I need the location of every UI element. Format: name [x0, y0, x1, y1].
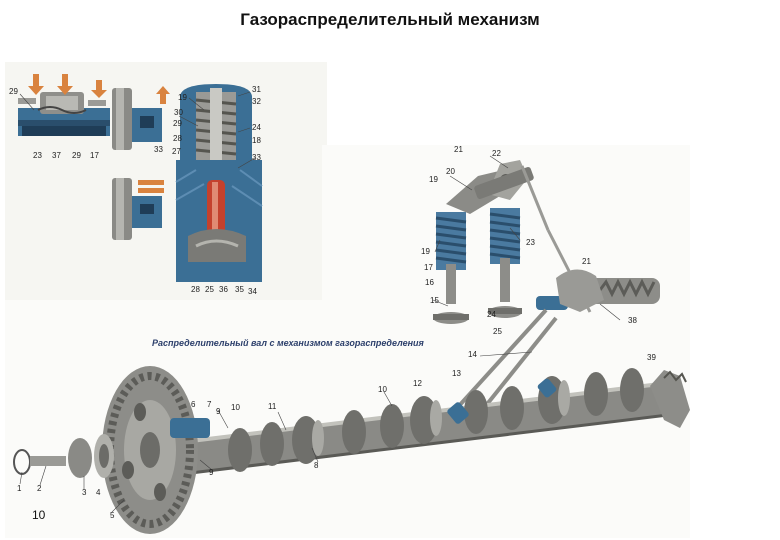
callout-label: 12	[413, 379, 422, 388]
callout-label: 23	[33, 151, 42, 160]
callout-label: 4	[96, 488, 101, 497]
callout-label: 9	[216, 407, 221, 416]
camshaft-gear	[102, 366, 210, 534]
valve-seal-detail	[18, 92, 110, 136]
callout-label: 6	[191, 400, 196, 409]
callout-label: 24	[252, 123, 261, 132]
callout-label: 28	[173, 134, 182, 143]
page-number: 10	[32, 508, 46, 522]
callout-label: 25	[493, 327, 502, 336]
callout-label: 15	[430, 296, 439, 305]
callout-label: 23	[526, 238, 535, 247]
intake-arrows	[28, 74, 107, 98]
callout-label: 32	[252, 97, 261, 106]
callout-label: 16	[425, 278, 434, 287]
callout-label: 27	[172, 147, 181, 156]
callout-label: 13	[452, 369, 461, 378]
callout-label: 18	[252, 136, 261, 145]
guide-detail-lower	[112, 178, 164, 240]
callout-label: 21	[582, 257, 591, 266]
callout-label: 9	[209, 468, 214, 477]
callout-label: 10	[231, 403, 240, 412]
callout-label: 35	[235, 285, 244, 294]
rocker-shaft	[536, 269, 660, 312]
callout-label: 25	[205, 285, 214, 294]
camshaft	[149, 368, 690, 478]
callout-label: 2	[37, 484, 42, 493]
callout-label: 19	[429, 175, 438, 184]
valve-springs	[433, 208, 522, 324]
callout-label: 29	[72, 151, 81, 160]
valve-assembly-section	[175, 84, 263, 282]
callout-label: 11	[268, 402, 277, 411]
callout-label: 39	[647, 353, 656, 362]
callout-label: 17	[90, 151, 99, 160]
callout-label: 14	[468, 350, 477, 359]
tappets	[447, 378, 557, 424]
callout-label: 34	[248, 287, 257, 296]
callout-label: 7	[207, 400, 212, 409]
callout-label: 33	[252, 153, 261, 162]
callout-label: 38	[628, 316, 637, 325]
guide-detail-upper	[112, 86, 170, 150]
callout-label: 22	[492, 149, 501, 158]
callout-label: 3	[82, 488, 87, 497]
callout-label: 20	[446, 167, 455, 176]
callout-label: 36	[219, 285, 228, 294]
callout-label: 8	[314, 461, 319, 470]
leader-lines	[19, 91, 621, 513]
callout-label: 29	[9, 87, 18, 96]
callout-label: 17	[424, 263, 433, 272]
callout-label: 30	[174, 108, 183, 117]
callout-label: 28	[191, 285, 200, 294]
callout-label: 19	[178, 93, 187, 102]
callout-label: 37	[52, 151, 61, 160]
callout-label: 5	[110, 511, 115, 520]
callout-label: 10	[378, 385, 387, 394]
callout-label: 29	[173, 119, 182, 128]
front-fasteners	[13, 434, 114, 478]
page-title: Газораспределительный механизм	[240, 10, 540, 29]
callout-label: 31	[252, 85, 261, 94]
callout-label: 19	[421, 247, 430, 256]
callout-label: 33	[154, 145, 163, 154]
callout-label: 21	[454, 145, 463, 154]
rocker-arms	[446, 160, 534, 214]
figure-caption: Распределительный вал с механизмом газор…	[152, 338, 424, 348]
callout-label: 24	[487, 310, 496, 319]
callout-label: 1	[17, 484, 22, 493]
